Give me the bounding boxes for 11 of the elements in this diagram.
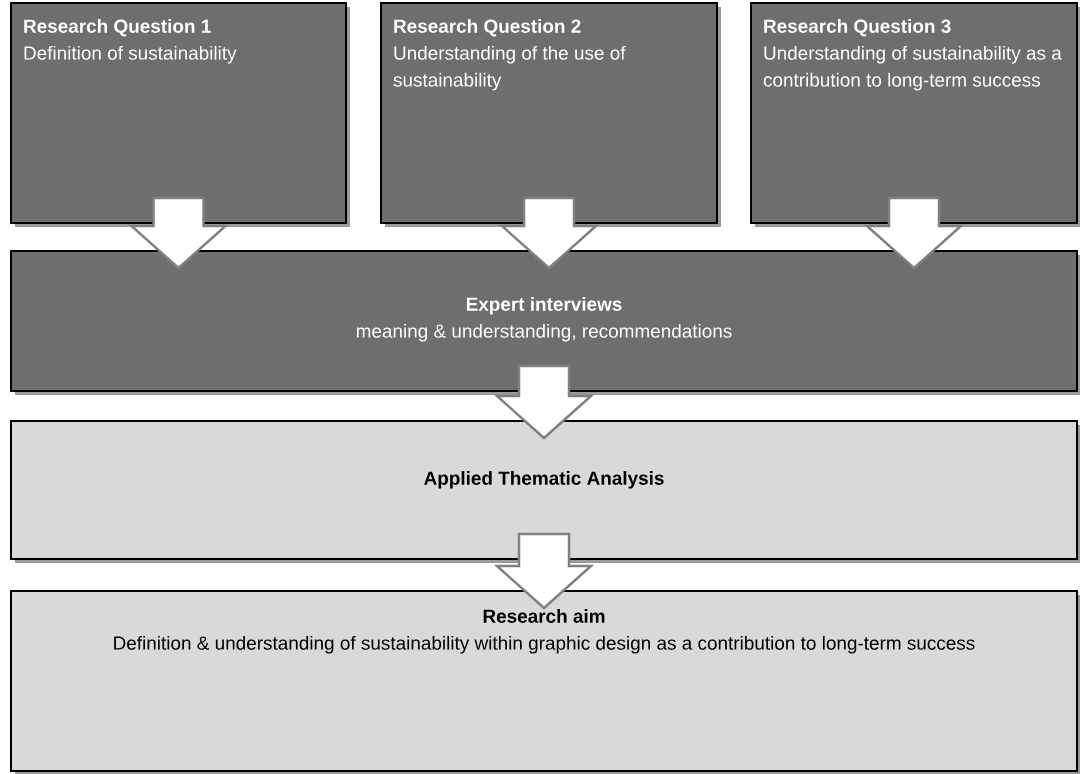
process-box: Applied Thematic Analysis	[10, 420, 1080, 563]
process-box: Research Question 1 Definition of sustainability	[10, 2, 350, 227]
block-arrow	[128, 196, 229, 270]
process-box: Expert interviews meaning & understanding, recommendations	[10, 250, 1080, 395]
block-arrow	[863, 196, 965, 270]
block-arrow	[498, 196, 600, 270]
process-box: Research Question 2 Understanding of the use of sustainability	[380, 2, 721, 227]
block-arrow	[493, 364, 595, 440]
block-arrow	[493, 532, 595, 610]
process-box: Research aim Definition & understanding of sustainability within graphic design as a contribution to long-term success	[10, 590, 1080, 774]
process-box: Research Question 3 Understanding of sustainability as a contribution to long-term success	[750, 2, 1080, 227]
